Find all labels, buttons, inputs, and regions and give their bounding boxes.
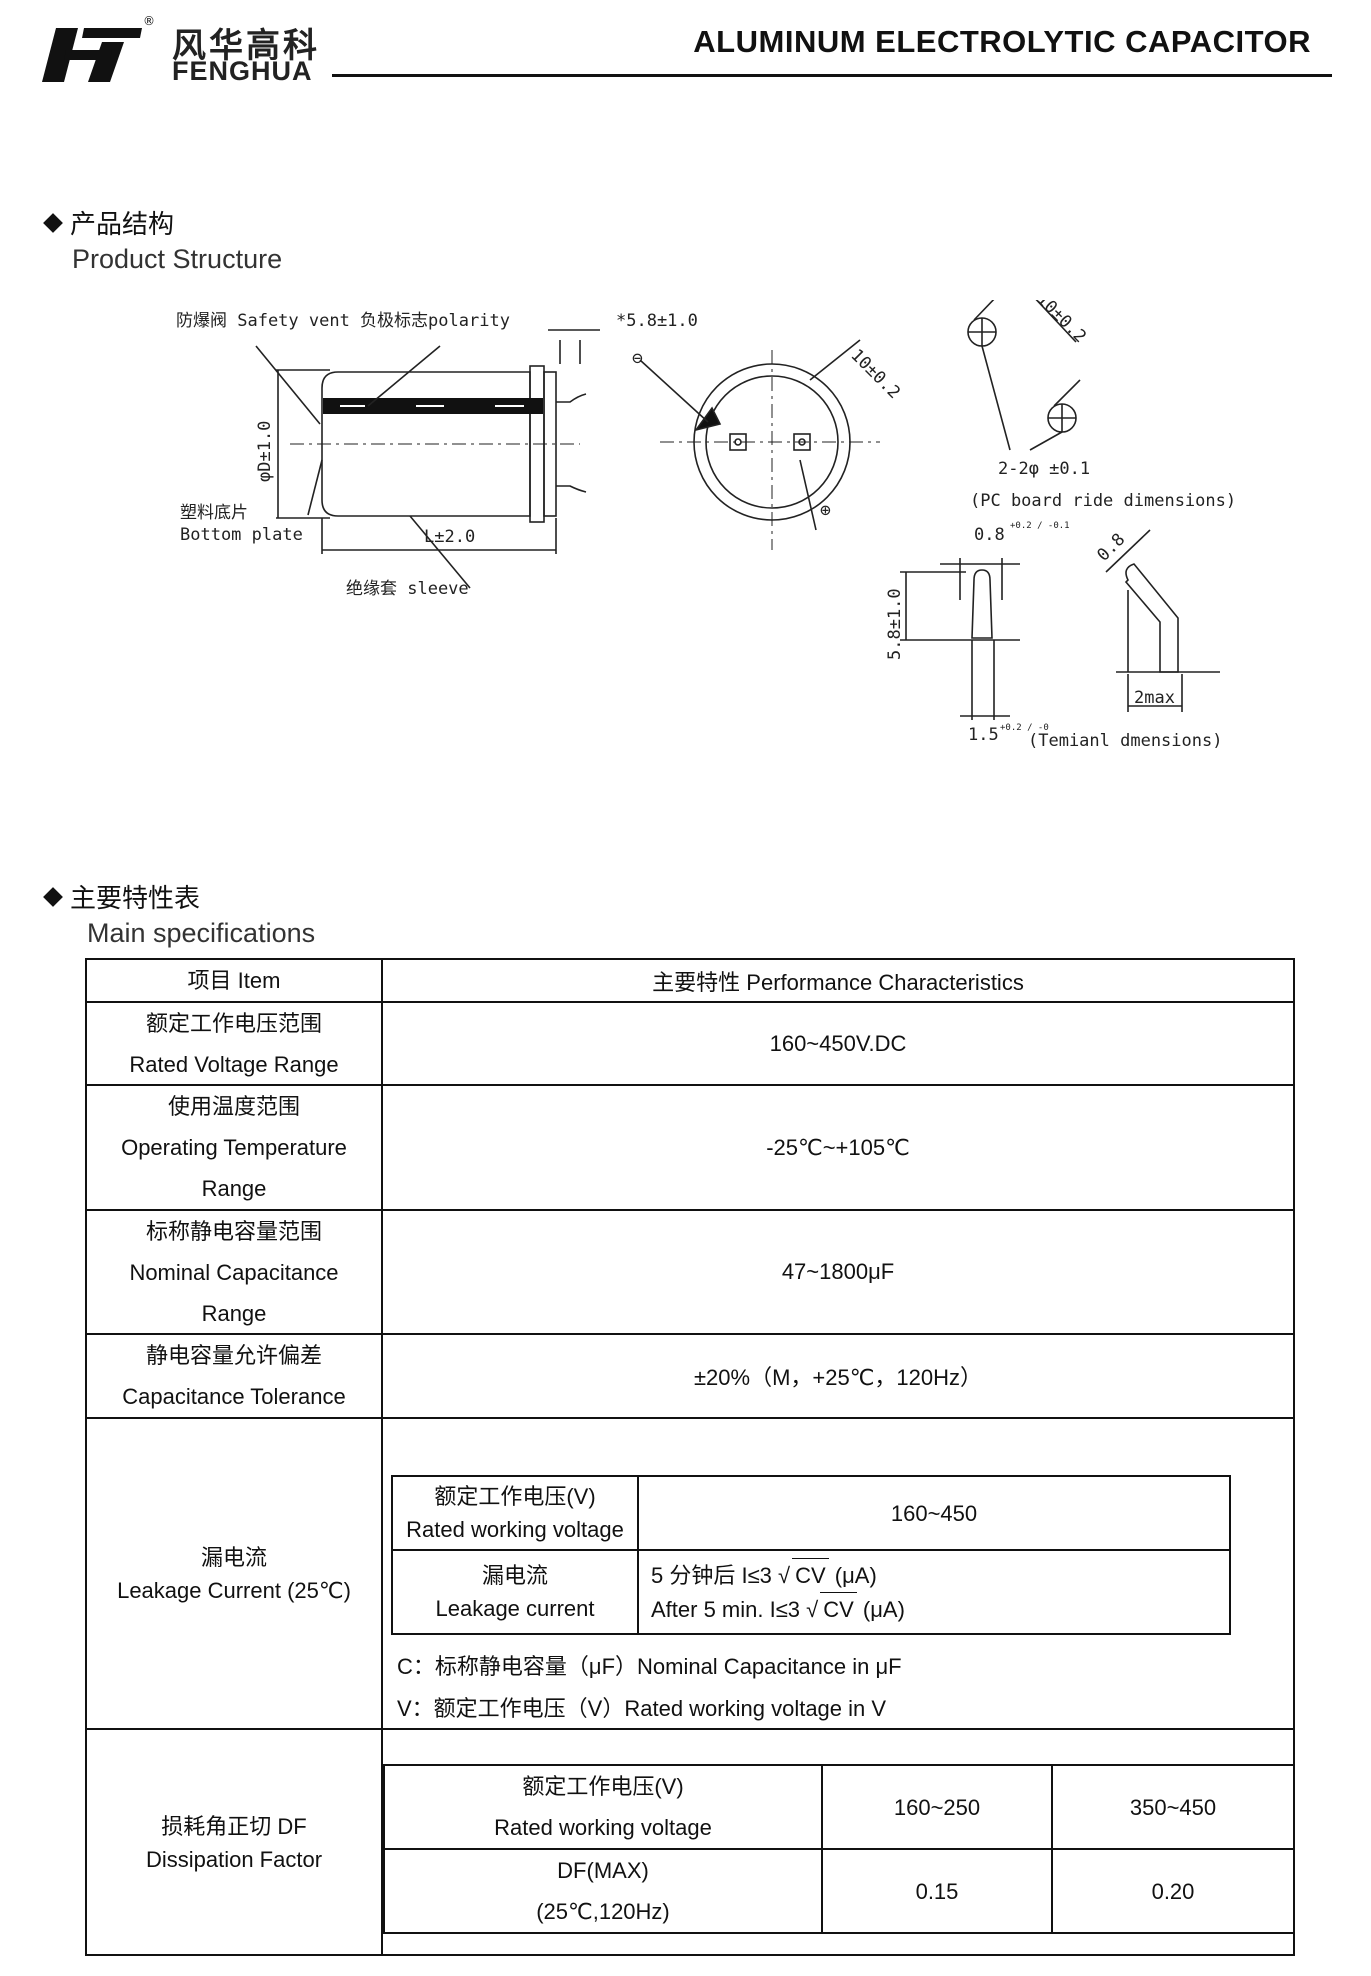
label-terminal-height: 5.8±1.0: [885, 588, 905, 660]
label-terminal-width: 0.8: [974, 525, 1005, 545]
section-structure-title-en: Product Structure: [72, 244, 283, 274]
capacitor-top-view: [639, 339, 880, 550]
label-bottom-plate-cn: 塑料底片: [180, 503, 248, 523]
label-diameter: φD±1.0: [255, 421, 275, 482]
label-terminal-caption: (Temianl dmensions): [1028, 731, 1222, 751]
capacitance-value: 47~1800μF: [781, 1259, 895, 1284]
tolerance-value: ±20%（M，+25℃，120Hz）: [693, 1365, 983, 1390]
df-col-160-250: 160~250: [821, 1764, 1053, 1850]
plus-sign-icon: ⊕: [820, 500, 831, 521]
header-rule: [332, 74, 1332, 77]
label-pitch-right: 10±0.2: [846, 345, 904, 403]
label-bottom-plate-en: Bottom plate: [180, 525, 303, 545]
label-safety-vent: 防爆阀 Safety vent 负极标志polarity: [176, 311, 510, 331]
label-pitch-top: 10±0.2: [1032, 300, 1090, 347]
section-specs-title-en: Main specifications: [87, 918, 316, 948]
leakage-current-formula: 5 分钟后 I≤3 √CV (μA) After 5 min. I≤3 √CV …: [637, 1549, 1231, 1635]
minus-sign-icon: ⊖: [632, 348, 643, 369]
dissipation-detail: 额定工作电压(V)Rated working voltage 160~250 3…: [383, 1730, 1295, 1956]
table-header-row: 项目 Item 主要特性 Performance Characteristics: [87, 960, 1293, 1003]
df-value-160-250: 0.15: [821, 1848, 1053, 1934]
label-sleeve: 绝缘套 sleeve: [346, 579, 469, 599]
leakage-detail: 额定工作电压(V)Rated working voltage 160~450 漏…: [383, 1419, 1293, 1728]
leakage-note-c: C：标称静电容量（μF）Nominal Capacitance in μF: [397, 1654, 902, 1679]
label-terminal-width-tol: +0.2 / -0.1: [1010, 521, 1070, 531]
document-title: ALUMINUM ELECTROLYTIC CAPACITOR: [693, 24, 1311, 59]
rated-voltage-value: 160~450V.DC: [769, 1030, 907, 1056]
df-voltage-label: 额定工作电压(V)Rated working voltage: [383, 1764, 823, 1850]
label-bent-width: 0.8: [1093, 530, 1129, 566]
fenghua-logo-icon: [42, 28, 142, 82]
temperature-value: -25℃~+105℃: [766, 1134, 910, 1160]
section-specs-title-cn: 主要特性表: [42, 878, 200, 915]
product-structure-drawing: 防爆阀 Safety vent 负极标志polarity *5.8±1.0 φD…: [176, 300, 1236, 751]
dissipation-subtable: 额定工作电压(V)Rated working voltage 160~250 3…: [383, 1764, 1295, 1934]
header-item: 项目 Item: [87, 960, 383, 1001]
label-length: L±2.0: [424, 527, 475, 547]
pcb-hole-view: [967, 300, 1081, 451]
leakage-subtable: 额定工作电压(V)Rated working voltage 160~450 漏…: [391, 1475, 1231, 1635]
section-structure-title-cn: 产品结构: [42, 204, 174, 241]
leakage-voltage-label: 额定工作电压(V)Rated working voltage: [391, 1475, 639, 1551]
brand-name-en: FENGHUA: [172, 56, 313, 86]
df-max-label: DF(MAX)(25℃,120Hz): [383, 1848, 823, 1934]
label-bent-max: 2max: [1134, 688, 1175, 708]
df-col-350-450: 350~450: [1051, 1764, 1295, 1850]
bullet-diamond-icon: [43, 213, 63, 233]
brand-name-cn: 风华高科: [172, 26, 320, 66]
leakage-note-v: V：额定工作电压（V）Rated working voltage in V: [397, 1696, 887, 1721]
header-performance: 主要特性 Performance Characteristics: [652, 969, 1024, 995]
label-hole: 2-2φ ±0.1: [998, 459, 1090, 479]
label-lead-dim: *5.8±1.0: [616, 311, 698, 331]
label-terminal-base-tol: +0.2 / -0: [1000, 723, 1049, 733]
label-terminal-base: 1.5: [968, 725, 999, 745]
registered-mark: ®: [143, 14, 155, 28]
terminal-view: [900, 529, 1220, 720]
capacitor-side-view: [255, 329, 600, 589]
main-specifications-table: 项目 Item 主要特性 Performance Characteristics…: [85, 958, 1295, 1956]
df-value-350-450: 0.20: [1051, 1848, 1295, 1934]
leakage-voltage-value: 160~450: [637, 1475, 1231, 1551]
label-pcb: (PC board ride dimensions): [970, 491, 1236, 511]
bullet-diamond-icon: [43, 887, 63, 907]
